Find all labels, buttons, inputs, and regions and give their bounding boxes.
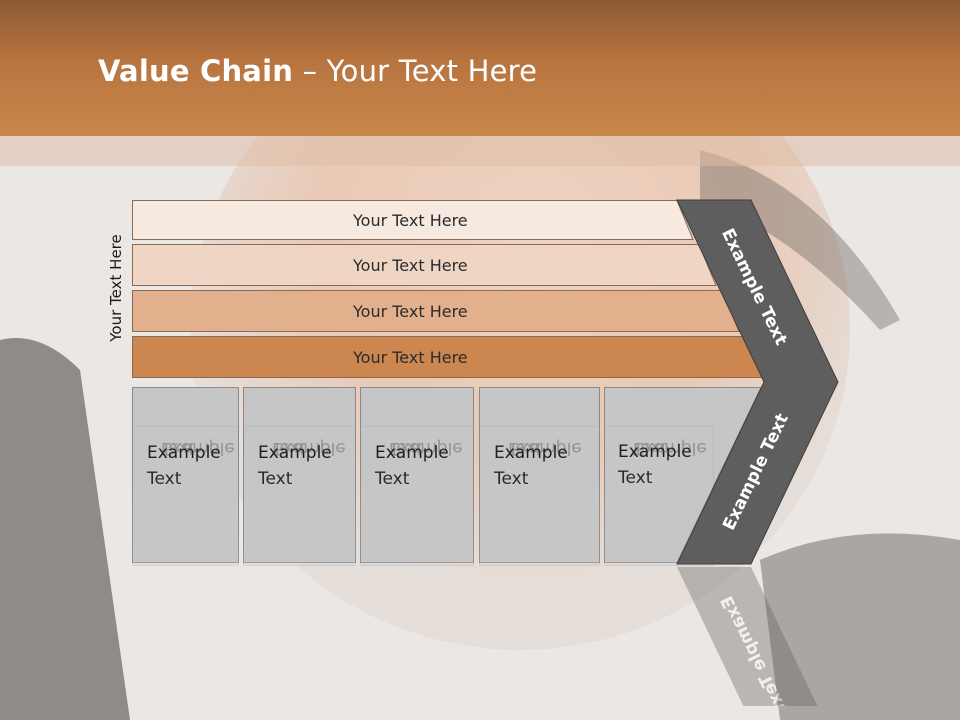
box-4-line2: Text xyxy=(494,469,529,489)
chevron-reflection: Example Text xyxy=(676,566,842,706)
box-3-reflection-line2: Text xyxy=(389,438,424,458)
row-4-label: Your Text Here xyxy=(353,347,468,367)
chevron-reflection-shape xyxy=(677,567,818,706)
row-1-shape xyxy=(132,200,694,240)
row-2-shape xyxy=(132,244,717,286)
title-bar xyxy=(0,0,960,136)
box-5-shape xyxy=(604,387,762,563)
box-1-line2: Text xyxy=(147,469,182,489)
title-rest: – Your Text Here xyxy=(293,54,538,88)
box-2-line2: Text xyxy=(258,469,293,489)
row-3-label: Your Text Here xyxy=(353,301,468,321)
row-1: Your Text Here xyxy=(132,200,694,240)
box-1-line1: Example xyxy=(147,443,221,463)
row-3-shape xyxy=(132,290,740,332)
title-bar-fade xyxy=(0,136,960,166)
row-2: Your Text Here xyxy=(132,244,717,286)
box-3-line2: Text xyxy=(375,469,410,489)
box-3-line1: Example xyxy=(375,443,449,463)
side-label-text: Your Text Here xyxy=(107,234,125,342)
box-4-line1: Example xyxy=(494,443,568,463)
row-4: Your Text Here xyxy=(132,336,764,378)
box-4-reflection-line2: Text xyxy=(508,438,543,458)
slide-title: Value Chain – Your Text Here xyxy=(98,54,537,88)
row-1-label: Your Text Here xyxy=(353,210,468,230)
box-2-reflection-line2: Text xyxy=(272,438,307,458)
box-2-line1: Example xyxy=(258,443,332,463)
row-3: Your Text Here xyxy=(132,290,740,332)
box-5-line2: Text xyxy=(618,468,653,488)
row-2-label: Your Text Here xyxy=(353,255,468,275)
chevron-arrow xyxy=(676,199,839,565)
box-5-line1: Example xyxy=(618,442,692,462)
title-bold: Value Chain xyxy=(98,54,294,88)
